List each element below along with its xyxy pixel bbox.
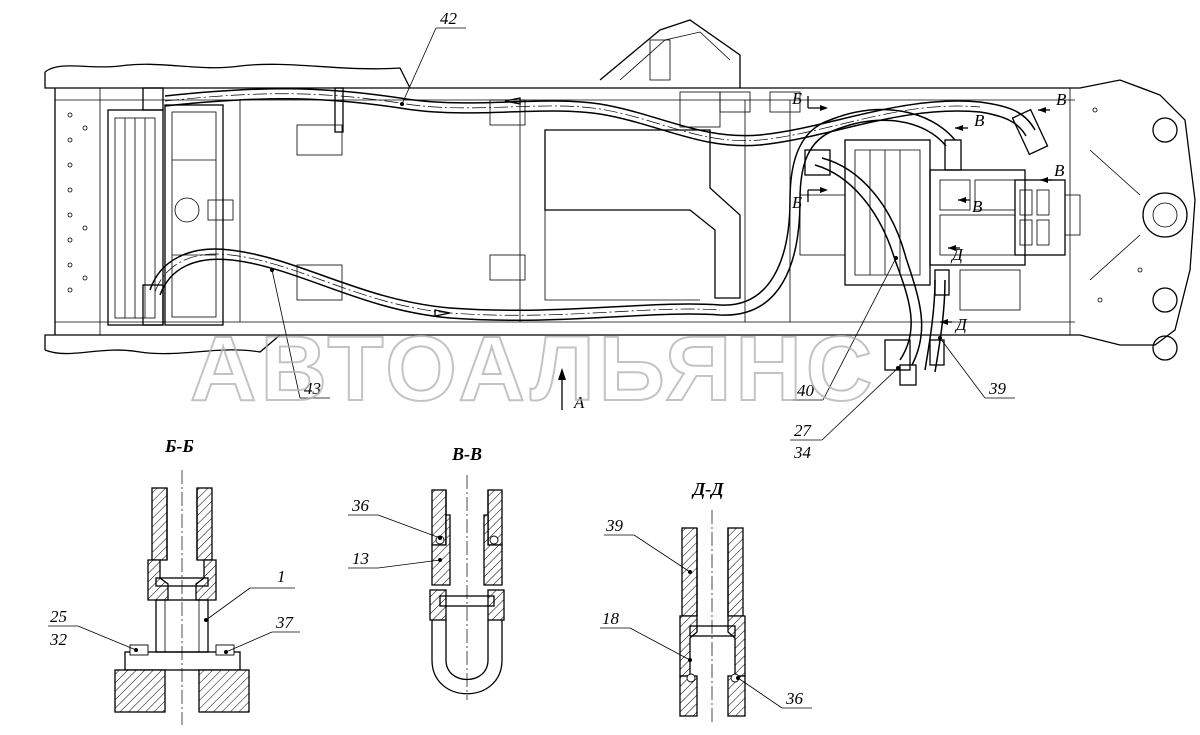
callout-43-label: 43	[304, 379, 321, 398]
frame-outline	[44, 63, 1196, 355]
cooler-block	[107, 104, 234, 326]
section-mark-b-label: Б	[791, 89, 802, 108]
callout-1: 1	[204, 567, 295, 622]
callout-13: 13	[348, 549, 442, 569]
section-mark-b-top: Б	[791, 89, 828, 111]
callout-32-label: 32	[49, 630, 68, 649]
section-mark-v-label-4: В	[972, 197, 983, 216]
callout-27-label: 27	[794, 421, 813, 440]
section-mark-v-label-2: В	[974, 111, 985, 130]
section-mark-b-label-2: Б	[791, 193, 802, 212]
top-bracket	[599, 19, 801, 128]
callout-18-label: 18	[602, 609, 620, 628]
section-mark-d-1: Д	[948, 245, 964, 264]
section-bb: Б-Б 1 25 32	[48, 436, 300, 725]
callout-36-vv: 36	[348, 496, 442, 540]
callout-37: 37	[224, 613, 300, 654]
hose-42	[142, 87, 1049, 156]
callout-36-label: 36	[351, 496, 370, 515]
callout-40: 40	[793, 256, 898, 401]
section-mark-d-2: Д	[940, 315, 968, 334]
watermark: АВТОАЛЬЯНС	[190, 318, 876, 420]
section-mark-v-3: В	[1040, 161, 1065, 183]
section-mark-b-side: Б	[791, 187, 828, 212]
callout-25-32: 25 32	[48, 607, 138, 652]
callout-39-label: 39	[988, 379, 1007, 398]
callout-27-34: 27 34	[790, 366, 900, 462]
section-mark-v-4: В	[958, 197, 983, 216]
callout-13-label: 13	[352, 549, 369, 568]
callout-1-label: 1	[277, 567, 286, 586]
section-mark-v-label-3: В	[1054, 161, 1065, 180]
section-dd-title: Д-Д	[691, 479, 724, 499]
frame-holes	[67, 107, 1143, 303]
callout-25-label: 25	[50, 607, 67, 626]
chassis-plan-view: Б Б В В В В Д	[44, 9, 1196, 462]
callout-39: 39	[938, 336, 1015, 399]
central-plate	[296, 99, 741, 301]
callout-43: 43	[270, 268, 330, 399]
section-vv: В-В 36 13	[348, 444, 505, 700]
callout-39b-label: 39	[605, 516, 624, 535]
rear-mount	[1089, 117, 1188, 361]
section-vv-title: В-В	[451, 444, 482, 464]
callout-18: 18	[600, 609, 692, 662]
callout-40-label: 40	[797, 381, 815, 400]
callout-42: 42	[400, 9, 466, 106]
callout-39-dd: 39	[604, 516, 692, 574]
callout-42-label: 42	[440, 9, 458, 28]
section-mark-d-label-1: Д	[950, 245, 964, 264]
callout-36b-label: 36	[785, 689, 804, 708]
section-mark-d-label-2: Д	[954, 315, 968, 334]
section-dd: Д-Д 39 18 36	[600, 479, 812, 725]
section-mark-v-1: В	[1038, 90, 1067, 113]
pump-assembly	[799, 139, 1081, 311]
view-arrow-label: А	[573, 393, 585, 412]
callout-37-label: 37	[275, 613, 295, 632]
view-arrow-a: А	[558, 368, 585, 412]
callout-36-dd: 36	[736, 676, 812, 709]
callout-34-label: 34	[793, 443, 812, 462]
section-mark-v-label-1: В	[1056, 90, 1067, 109]
section-bb-title: Б-Б	[164, 436, 194, 456]
hose-43	[142, 108, 962, 326]
section-mark-v-2: В	[955, 111, 985, 131]
